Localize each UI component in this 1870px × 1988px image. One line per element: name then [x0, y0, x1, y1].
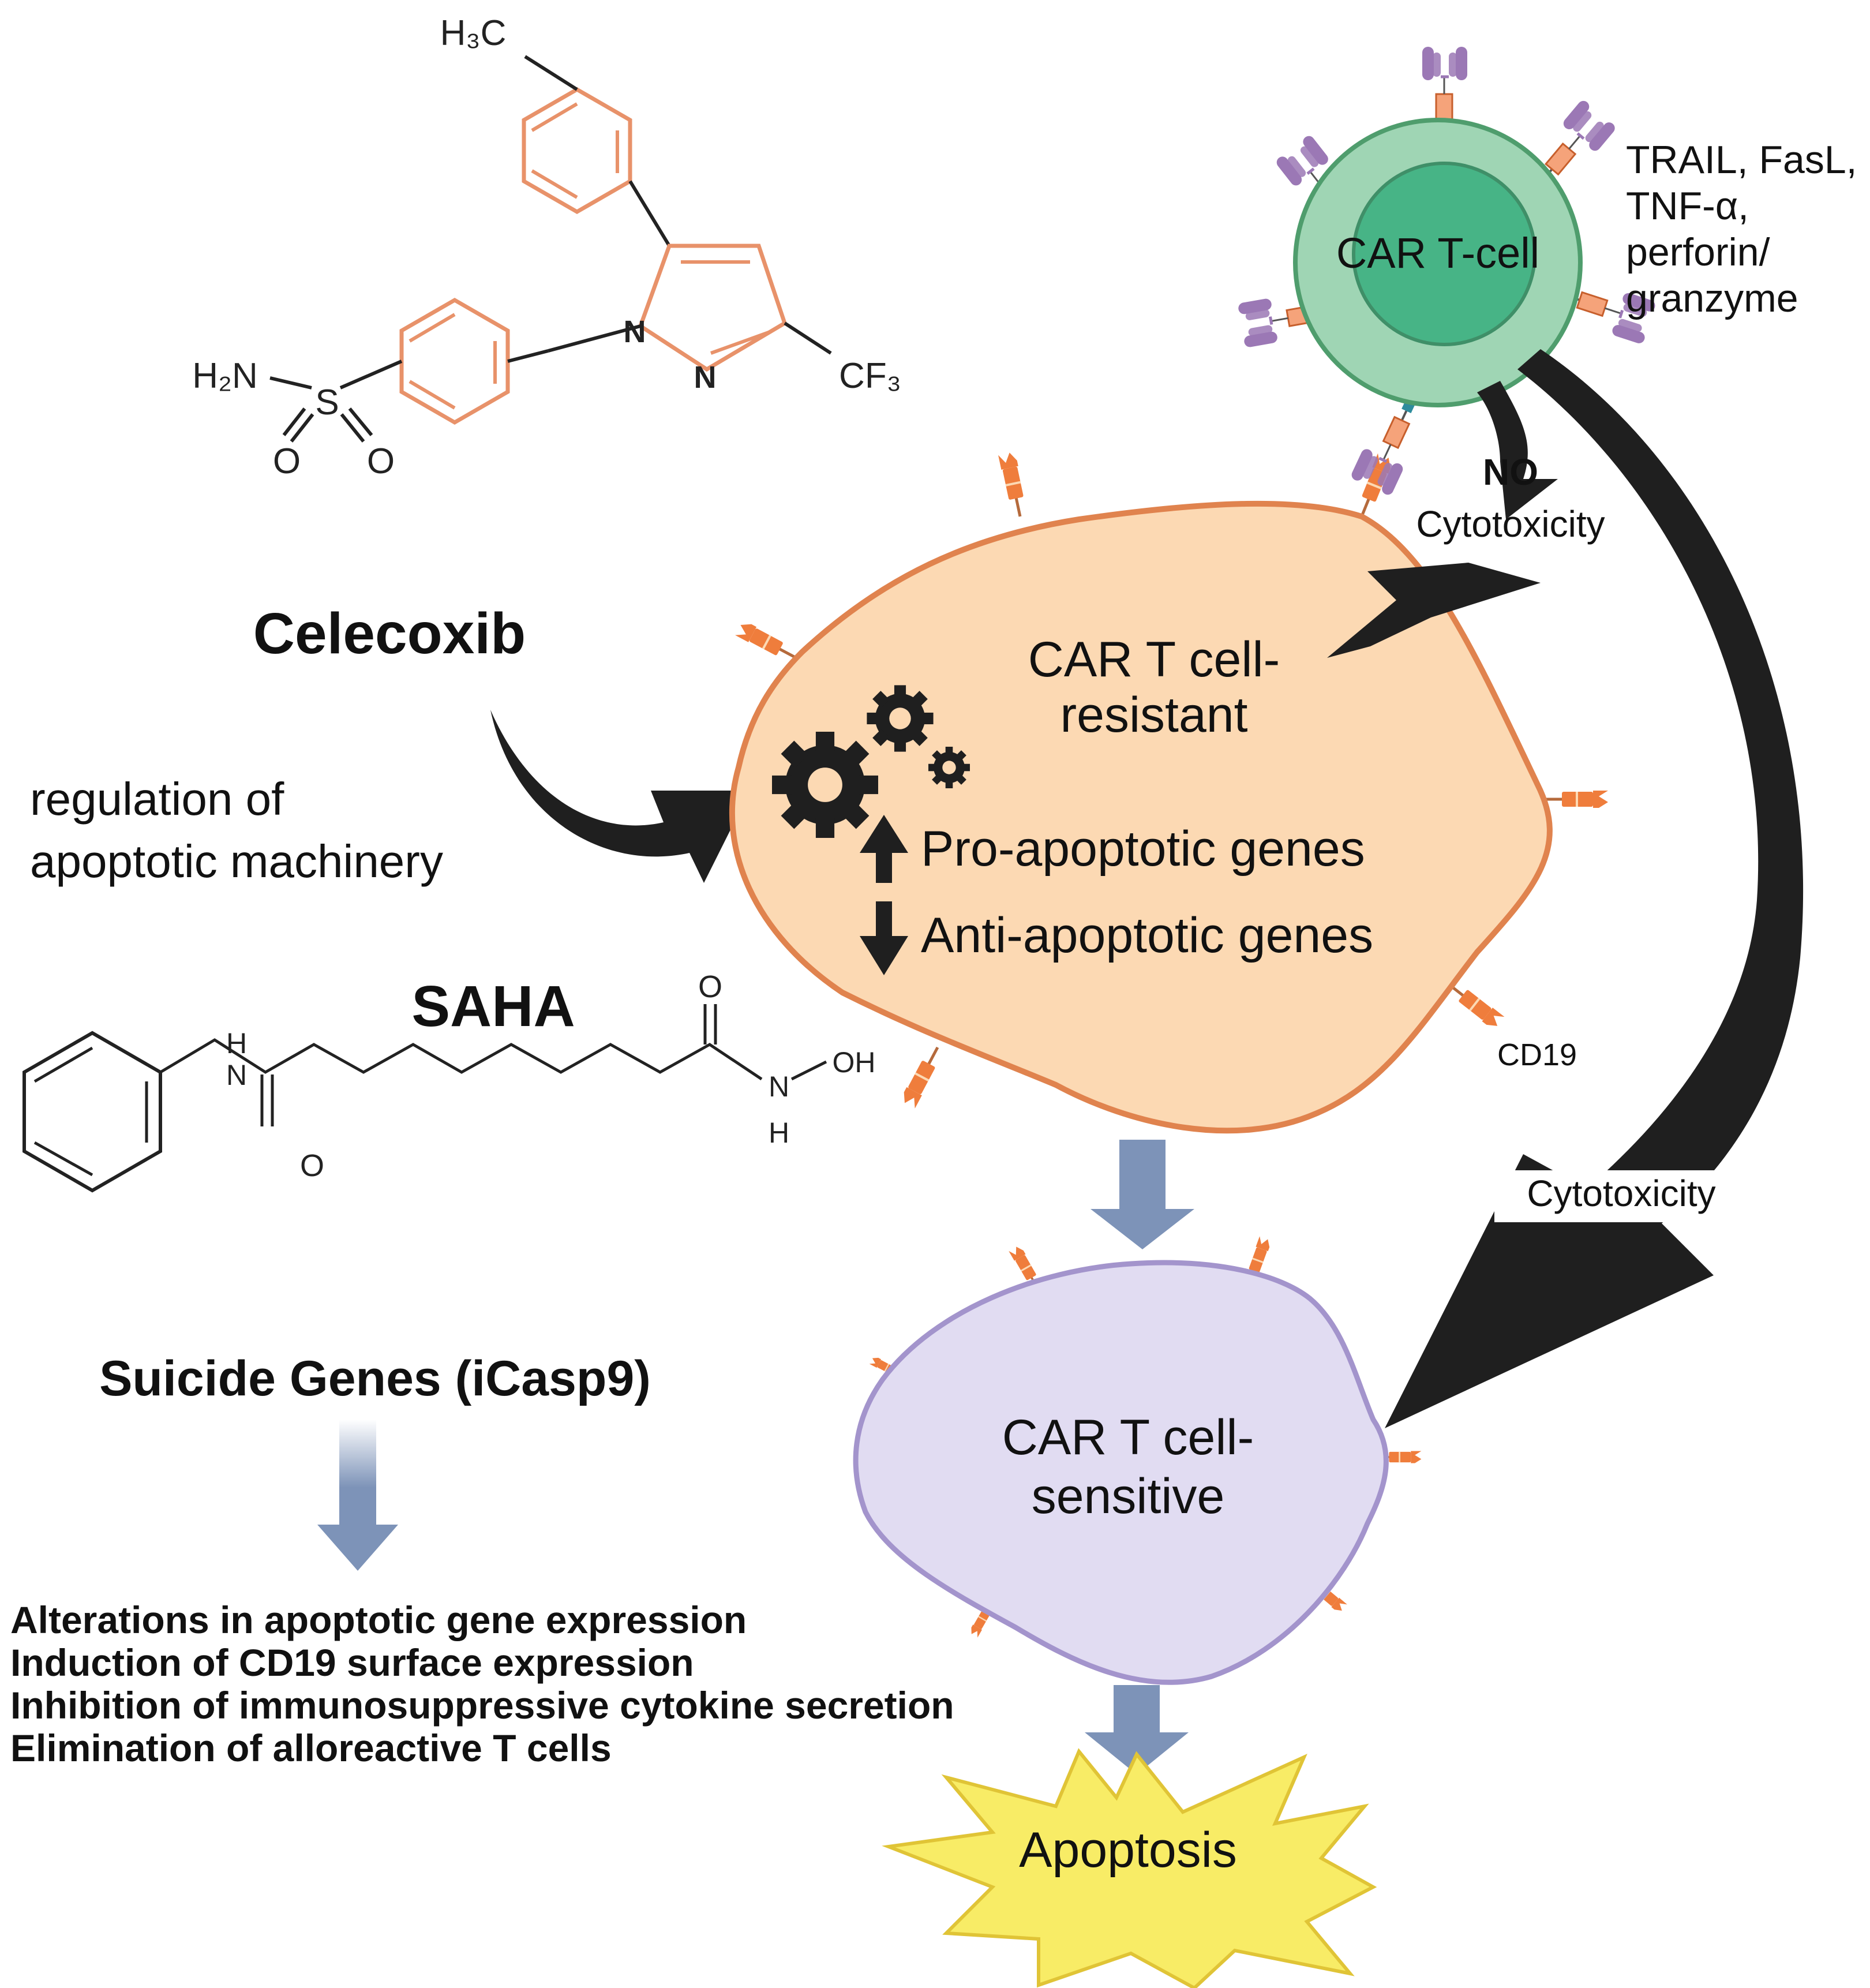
saha-atom-oh: OH — [833, 1046, 876, 1079]
celecoxib-action-arrow — [490, 710, 750, 883]
down-arrow-icon — [860, 901, 908, 975]
mediator-item: granzyme — [1626, 276, 1798, 320]
celecoxib-structure: H₃C H₂N S O O N N CF₃ — [192, 13, 901, 481]
atom-h2n: H₂N — [192, 356, 258, 396]
saha-atom-n-hydroxamic: N — [769, 1070, 789, 1103]
mediator-item: perforin/ — [1626, 230, 1770, 274]
atom-h3c: H₃C — [440, 13, 507, 53]
atom-n2: N — [694, 360, 717, 395]
no-cytotoxicity-arrow-head — [1327, 563, 1541, 658]
sensitive-to-apoptosis-arrow — [1085, 1685, 1189, 1774]
apoptosis-burst — [882, 1748, 1377, 1988]
saha-label: SAHA — [411, 974, 575, 1039]
resistant-cell-label-line2: resistant — [1060, 687, 1247, 743]
effect-item: Induction of CD19 surface expression — [10, 1641, 694, 1684]
pro-apoptotic-genes-label: Pro-apoptotic genes — [921, 821, 1365, 877]
atom-n1: N — [624, 315, 646, 349]
apoptosis-label: Apoptosis — [1019, 1822, 1237, 1878]
effect-item: Elimination of alloreactive T cells — [10, 1727, 612, 1769]
sensitive-cell-label-line2: sensitive — [1032, 1469, 1225, 1524]
saha-atom-o-right: O — [698, 969, 722, 1004]
cytotoxicity-label: Cytotoxicity — [1527, 1173, 1715, 1214]
atom-o-right: O — [367, 441, 395, 481]
atom-o-left: O — [273, 441, 301, 481]
mediator-item: TNF-α, — [1626, 184, 1749, 228]
mechanism-label-line2: apoptotic machinery — [30, 836, 443, 887]
no-cytotoxicity-label: Cytotoxicity — [1416, 503, 1605, 545]
mediator-item: TRAIL, FasL, — [1626, 138, 1857, 182]
atom-cf3: CF₃ — [839, 356, 901, 396]
celecoxib-label: Celecoxib — [253, 601, 526, 666]
saha-atom-o-left: O — [300, 1148, 324, 1183]
effect-item: Inhibition of immunosuppressive cytokine… — [10, 1684, 954, 1727]
pyrazole-ring — [638, 244, 788, 372]
suicide-genes-title: Suicide Genes (iCasp9) — [99, 1351, 651, 1406]
mediators-list: TRAIL, FasL, TNF-α, perforin/ granzyme — [1626, 138, 1857, 320]
cytotoxicity-label-bg — [1494, 1170, 1737, 1222]
resistant-cell-label-line1: CAR T cell- — [1028, 632, 1280, 687]
saha-atom-n-amide: N — [226, 1059, 247, 1091]
tolyl-ring — [522, 87, 632, 215]
saha-atom-h-top: H — [226, 1027, 247, 1059]
saha-phenyl-ring — [23, 1031, 162, 1193]
sensitive-cell-label-line1: CAR T cell- — [1002, 1410, 1254, 1465]
sensitive-cell-membrane — [853, 1260, 1389, 1685]
benzenesulfonamide-ring — [399, 297, 510, 425]
effects-list: Alterations in apoptotic gene expression… — [10, 1598, 954, 1769]
no-label: NO — [1483, 451, 1538, 493]
resistant-to-sensitive-arrow — [1090, 1140, 1194, 1249]
saha-atom-h-bottom: H — [769, 1117, 789, 1149]
effect-item: Alterations in apoptotic gene expression — [10, 1598, 747, 1641]
mechanism-label-line1: regulation of — [30, 773, 284, 825]
suicide-genes-arrow — [317, 1420, 398, 1571]
saha-structure: H N O O OH N H — [23, 969, 876, 1193]
resistant-cell-membrane — [729, 500, 1553, 1134]
cytotoxicity-arrow — [1385, 349, 1804, 1428]
up-arrow-icon — [860, 815, 908, 883]
car-t-cell-label: CAR T-cell — [1336, 229, 1539, 277]
cd19-label: CD19 — [1497, 1038, 1577, 1072]
no-cytotoxicity-arrow — [1477, 381, 1558, 519]
anti-apoptotic-genes-label: Anti-apoptotic genes — [921, 908, 1373, 963]
car-t-cell-nucleus — [1352, 162, 1537, 346]
atom-s: S — [315, 383, 339, 422]
